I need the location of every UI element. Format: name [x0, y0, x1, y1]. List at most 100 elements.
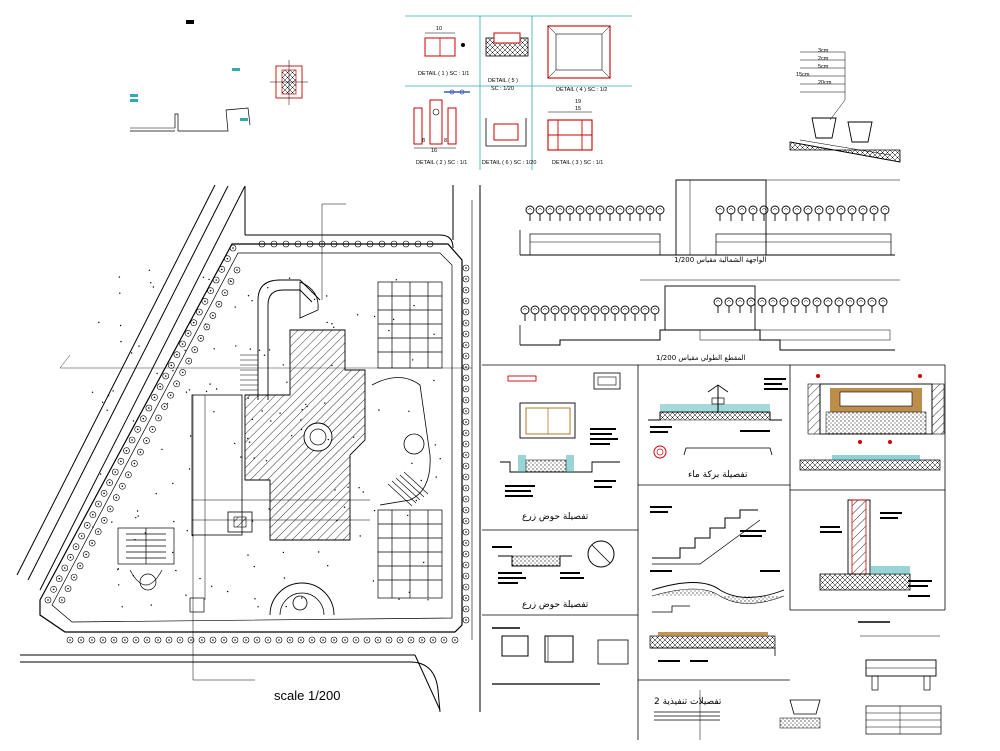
tree-symbol: [462, 495, 470, 503]
paving-dot: [285, 605, 287, 608]
tree-symbol: [99, 636, 107, 644]
paving-dot: [188, 468, 191, 470]
paving-dot: [175, 569, 177, 572]
elevation-tree: [650, 305, 660, 322]
elevation-tree: [590, 305, 600, 322]
paving-dot: [265, 460, 268, 462]
tree-symbol: [124, 471, 132, 479]
tree-symbol: [77, 636, 85, 644]
paving-dot: [248, 441, 251, 443]
elevation-tree: [867, 297, 877, 314]
paving-dot: [138, 345, 140, 347]
paving-dot: [155, 492, 157, 495]
elevation-tree: [545, 205, 555, 222]
paving-dot: [121, 606, 123, 608]
paving-dot: [210, 585, 213, 587]
elevation-tree: [550, 305, 560, 322]
elevation-tree: [555, 205, 565, 222]
tree-symbol: [191, 346, 199, 354]
paving-dot: [291, 435, 293, 437]
tree-symbol: [190, 319, 198, 327]
paving-dot: [150, 604, 152, 606]
paving-dot: [161, 448, 163, 451]
tree-symbol: [462, 429, 470, 437]
tree-symbol: [462, 594, 470, 602]
paving-dot: [112, 390, 114, 392]
layer-label-5: 20cm: [818, 80, 832, 86]
layer-label-2: 2cm: [818, 56, 829, 62]
elevation-tree: [759, 205, 769, 222]
tree-symbol: [165, 636, 173, 644]
tree-symbol: [462, 407, 470, 415]
paving-dot: [249, 348, 252, 350]
paving-dot: [92, 526, 94, 528]
paving-dot: [282, 364, 284, 366]
tree-symbol: [341, 636, 349, 644]
tree-symbol: [429, 636, 437, 644]
tree-symbol: [130, 459, 138, 467]
tree-symbol: [106, 505, 114, 513]
pond-title: تفصيلة بركة ماء: [688, 470, 748, 480]
paving-dot: [327, 438, 329, 441]
tree-symbol: [185, 357, 193, 365]
paving-dot: [326, 295, 328, 297]
tree-symbol: [352, 636, 360, 644]
paving-dot: [134, 539, 136, 541]
elevation-tree: [595, 205, 605, 222]
elevation-tree: [878, 297, 888, 314]
tree-symbol: [462, 374, 470, 382]
tree-symbol: [462, 286, 470, 294]
paving-dot: [118, 276, 121, 278]
tree-symbol: [462, 418, 470, 426]
tree-symbol: [167, 391, 175, 399]
paving-dot: [362, 491, 364, 493]
elevation-2-caption: المقطع الطولي مقياس 1/200: [656, 354, 746, 362]
paving-dot: [188, 389, 191, 391]
paving-dot: [372, 580, 375, 582]
paving-dot: [359, 535, 361, 537]
layer-label-1: 3cm: [818, 48, 829, 54]
elevation-tree: [779, 297, 789, 314]
tree-symbol: [203, 323, 211, 331]
tree-symbol: [121, 636, 129, 644]
tree-symbol: [396, 636, 404, 644]
detail-2-dim-b: 8: [444, 138, 448, 144]
paving-dot: [412, 359, 414, 361]
paving-dot: [408, 591, 410, 593]
tree-symbol: [70, 573, 78, 581]
paving-dot: [407, 514, 409, 517]
layer-label-4: 15cm: [796, 72, 810, 78]
tree-symbol: [374, 636, 382, 644]
tree-symbol: [197, 334, 205, 342]
tree-symbol: [462, 484, 470, 492]
tree-symbol: [212, 276, 220, 284]
tree-symbol: [66, 636, 74, 644]
detail-2-dim-a: 8: [422, 138, 426, 144]
paving-dot: [301, 597, 303, 599]
elevation-tree: [520, 305, 530, 322]
paving-dot: [213, 411, 215, 413]
paving-dot: [286, 381, 288, 383]
paving-dot: [267, 287, 269, 289]
paving-dot: [254, 598, 256, 600]
top-left-section: [130, 20, 308, 132]
tree-symbol: [385, 636, 393, 644]
tree-symbol: [111, 468, 119, 476]
detail-panels: [482, 364, 946, 740]
tree-symbol: [229, 244, 237, 252]
paving-dot: [263, 354, 266, 356]
paving-dot: [305, 403, 307, 406]
tree-symbol: [184, 329, 192, 337]
tree-symbol: [76, 562, 84, 570]
elevation-tree: [781, 205, 791, 222]
tree-symbol: [264, 636, 272, 644]
elevation-tree: [565, 205, 575, 222]
layer-label-3: 5cm: [818, 64, 829, 70]
detail-6-label: DETAIL ( 6 ) SC : 1/20: [482, 160, 537, 166]
elevation-section: [519, 279, 900, 351]
paving-dot: [253, 457, 255, 459]
tree-symbol: [231, 636, 239, 644]
tree-symbol: [58, 596, 66, 604]
tree-symbol: [227, 277, 235, 285]
paving-dot: [268, 508, 270, 510]
